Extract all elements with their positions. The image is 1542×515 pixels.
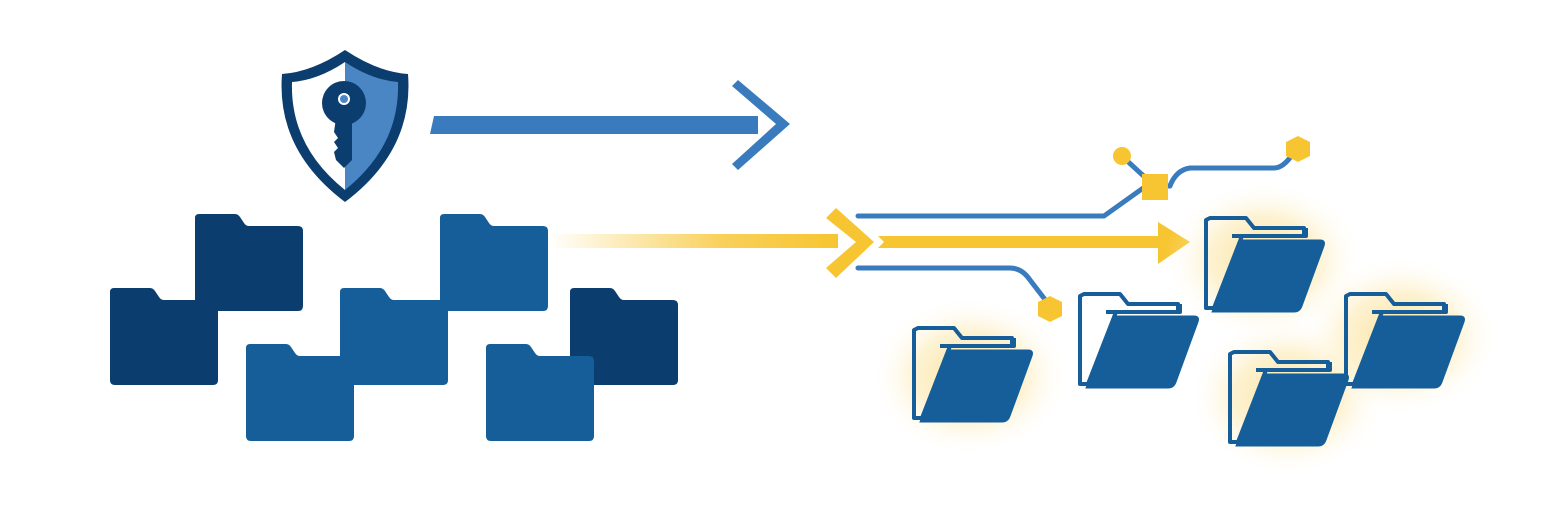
folder-icon xyxy=(486,344,594,441)
node-dot xyxy=(1113,147,1131,165)
folder-icon xyxy=(195,214,303,311)
hexagon-node-icon xyxy=(1038,296,1062,322)
folder-icon xyxy=(340,288,448,385)
shield-with-key-icon xyxy=(281,50,409,202)
folder-open-icon xyxy=(1078,292,1201,390)
top-arrow xyxy=(430,80,790,170)
folder-icon xyxy=(440,214,548,311)
network-nodes xyxy=(1038,136,1310,322)
closed-folder-cluster xyxy=(110,214,678,441)
yellow-beam-arrow xyxy=(548,208,1190,278)
folder-icon xyxy=(246,344,354,441)
hexagon-node-icon xyxy=(1286,136,1310,162)
node-square xyxy=(1142,174,1168,200)
folder-icon xyxy=(110,288,218,385)
